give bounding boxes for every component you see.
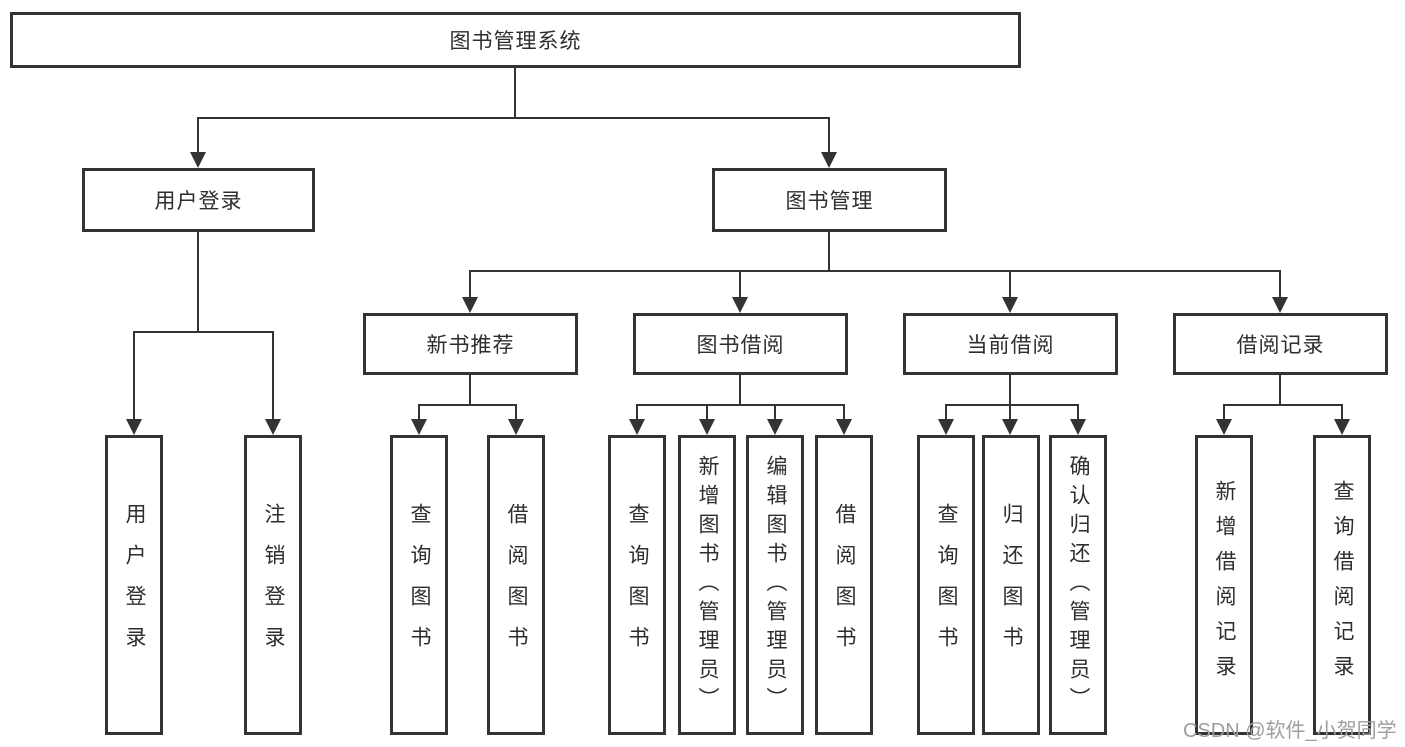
leaf-logout: 注销登录 <box>244 435 302 735</box>
connector-line <box>636 404 638 420</box>
connector-line <box>1009 270 1011 298</box>
connector-line <box>418 404 517 406</box>
arrow-down-icon <box>462 297 478 313</box>
arrow-down-icon <box>190 152 206 168</box>
csdn-watermark: CSDN @软件_小贺同学 <box>1183 720 1397 742</box>
connector-line <box>1077 404 1079 420</box>
connector-line <box>1223 404 1225 420</box>
connector-line <box>197 232 199 333</box>
arrow-down-icon <box>411 419 427 435</box>
leaf-add-borrow-record: 新增借阅记录 <box>1195 435 1253 735</box>
node-current-borrowing: 当前借阅 <box>903 313 1118 375</box>
connector-line <box>469 270 471 298</box>
connector-line <box>197 117 199 153</box>
connector-line <box>515 404 517 420</box>
arrow-down-icon <box>938 419 954 435</box>
connector-line <box>739 375 741 406</box>
connector-line <box>469 270 1281 272</box>
arrow-down-icon <box>1002 419 1018 435</box>
arrow-down-icon <box>767 419 783 435</box>
arrow-down-icon <box>1272 297 1288 313</box>
leaf-query-books-current: 查询图书 <box>917 435 975 735</box>
leaf-query-books-borrowing: 查询图书 <box>608 435 666 735</box>
connector-line <box>828 232 830 272</box>
connector-line <box>1223 404 1343 406</box>
connector-line <box>514 68 516 118</box>
node-book-management: 图书管理 <box>712 168 947 232</box>
leaf-query-books-recommend: 查询图书 <box>390 435 448 735</box>
connector-line <box>706 404 708 420</box>
connector-line <box>272 331 274 420</box>
leaf-user-login: 用户登录 <box>105 435 163 735</box>
leaf-query-borrow-record: 查询借阅记录 <box>1313 435 1371 735</box>
connector-line <box>1009 375 1011 406</box>
leaf-edit-book-admin: 编辑图书（管理员） <box>746 435 804 735</box>
connector-line <box>828 117 830 153</box>
connector-line <box>1341 404 1343 420</box>
connector-line <box>774 404 776 420</box>
arrow-down-icon <box>1070 419 1086 435</box>
connector-line <box>133 331 274 333</box>
arrow-down-icon <box>821 152 837 168</box>
leaf-add-book-admin: 新增图书（管理员） <box>678 435 736 735</box>
arrow-down-icon <box>1216 419 1232 435</box>
leaf-borrow-books-borrowing: 借阅图书 <box>815 435 873 735</box>
leaf-confirm-return-admin: 确认归还（管理员） <box>1049 435 1107 735</box>
arrow-down-icon <box>126 419 142 435</box>
leaf-return-book: 归还图书 <box>982 435 1040 735</box>
node-library-management-system: 图书管理系统 <box>10 12 1021 68</box>
arrow-down-icon <box>508 419 524 435</box>
connector-line <box>1279 270 1281 298</box>
arrow-down-icon <box>1002 297 1018 313</box>
connector-line <box>1279 375 1281 406</box>
node-user-login: 用户登录 <box>82 168 315 232</box>
arrow-down-icon <box>732 297 748 313</box>
connector-line <box>418 404 420 420</box>
connector-line <box>197 117 830 119</box>
arrow-down-icon <box>699 419 715 435</box>
connector-line <box>945 404 1079 406</box>
connector-line <box>133 331 135 420</box>
connector-line <box>945 404 947 420</box>
node-book-borrowing: 图书借阅 <box>633 313 848 375</box>
arrow-down-icon <box>265 419 281 435</box>
arrow-down-icon <box>629 419 645 435</box>
connector-line <box>1009 404 1011 420</box>
arrow-down-icon <box>836 419 852 435</box>
leaf-borrow-books-recommend: 借阅图书 <box>487 435 545 735</box>
connector-line <box>739 270 741 298</box>
connector-line <box>843 404 845 420</box>
connector-line <box>469 375 471 406</box>
node-borrowing-records: 借阅记录 <box>1173 313 1388 375</box>
connector-line <box>636 404 845 406</box>
node-new-book-recommend: 新书推荐 <box>363 313 578 375</box>
arrow-down-icon <box>1334 419 1350 435</box>
